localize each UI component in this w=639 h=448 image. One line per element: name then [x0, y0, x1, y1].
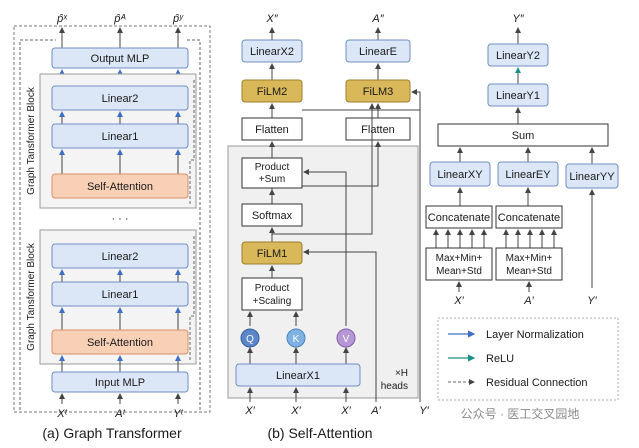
linearxy-label: LinearXY: [437, 169, 483, 181]
input-x1: X′: [244, 405, 255, 417]
input-y-t: Yᵗ: [173, 408, 183, 420]
stats-right-line2: Mean+Std: [506, 266, 552, 277]
product-scaling-box: [241, 277, 303, 311]
film2-label: FiLM2: [257, 86, 288, 98]
legend: Layer Normalization ReLU Residual Connec…: [437, 317, 619, 401]
watermark: 公众号 · 医工交叉园地: [461, 406, 580, 421]
ellipsis: · · ·: [111, 213, 128, 225]
product-sum-box: [241, 157, 303, 189]
lineary2-label: LinearY2: [496, 50, 540, 62]
flatten-right-box: [345, 117, 411, 141]
lineary1-label: LinearY1: [496, 90, 540, 102]
input-x3: X′: [340, 405, 351, 417]
linear1-top-label: Linear1: [102, 131, 139, 143]
input-mlp-label: Input MLP: [95, 377, 145, 389]
linearey-label: LinearEY: [505, 169, 551, 181]
lineary1-box: [487, 83, 549, 107]
concatenate-left-label: Concatenate: [428, 212, 490, 224]
input-mlp-box: [51, 371, 189, 393]
flatten-right-label: Flatten: [361, 124, 395, 136]
output-x-dd: X″: [265, 13, 278, 25]
self-attention-top-label: Self-Attention: [87, 181, 153, 193]
linear2-bottom-box: [51, 243, 189, 269]
linearey-box: [497, 161, 559, 187]
query-label: Q: [246, 334, 254, 345]
flatten-left-box: [241, 117, 303, 141]
stats-right-box: [495, 247, 563, 281]
panel-self-attention: X″ A″ LinearX2 LinearE FiLM2 FiLM3 Flatt…: [227, 13, 430, 441]
input-a-t: Aᵗ: [114, 408, 125, 420]
input-x-c: X′: [453, 295, 464, 307]
value-label: V: [343, 334, 350, 345]
linear2-top-box: [51, 85, 189, 111]
softmax-label: Softmax: [252, 210, 293, 222]
lineary2-box: [487, 43, 549, 67]
concatenate-left-box: [425, 205, 493, 229]
linearyy-label: LinearYY: [569, 171, 615, 183]
concatenate-right-box: [495, 205, 563, 229]
linearx2-box: [241, 39, 303, 63]
stats-left-box: [425, 247, 493, 281]
self-attention-bottom-box: [51, 329, 189, 355]
film1-label: FiLM1: [257, 248, 288, 260]
self-attention-top-box: [51, 173, 189, 199]
output-mlp-box: [51, 47, 189, 69]
output-mlp-label: Output MLP: [91, 53, 150, 65]
product-sum-line1: Product: [255, 162, 290, 173]
linear2-bottom-label: Linear2: [102, 251, 139, 263]
film3-label: FiLM3: [363, 86, 394, 98]
sum-box: [437, 123, 609, 147]
stats-left-line1: Max+Min+: [436, 253, 483, 264]
outer-frame: [13, 25, 211, 413]
softmax-box: [241, 203, 303, 227]
panel-graph-transformer: p̂ˣ p̂ᴬ p̂ʸ Output MLP Graph Tansformer …: [13, 13, 211, 441]
input-y: Y′: [419, 405, 429, 417]
linearx1-label: LinearX1: [276, 370, 320, 382]
block-label-bottom: Graph Tansformer Block: [26, 242, 37, 351]
input-a-c: A′: [523, 295, 534, 307]
heads-word: heads: [381, 381, 408, 392]
input-a: A′: [370, 405, 381, 417]
input-x-t: Xᵗ: [56, 408, 67, 420]
stats-right-line1: Max+Min+: [506, 253, 553, 264]
linearyy-box: [565, 163, 619, 189]
output-p-x: p̂ˣ: [56, 13, 68, 25]
product-scaling-line2: +Scaling: [253, 296, 292, 307]
legend-residual: Residual Connection: [486, 377, 588, 389]
heads-count: ×H: [395, 368, 408, 379]
input-x2: X′: [290, 405, 301, 417]
sum-label: Sum: [512, 130, 535, 142]
linear1-top-box: [51, 123, 189, 149]
output-a-dd: A″: [371, 13, 384, 25]
linear2-top-label: Linear2: [102, 93, 139, 105]
linearxy-box: [429, 161, 491, 187]
output-p-y: p̂ʸ: [172, 13, 184, 25]
film1-box: [241, 241, 303, 265]
key-label: K: [293, 334, 300, 345]
linearx1-box: [235, 363, 361, 387]
linear1-bottom-label: Linear1: [102, 289, 139, 301]
lineare-box: [345, 39, 411, 63]
output-p-a: p̂ᴬ: [113, 13, 126, 25]
panel-y-update: Y″ LinearY2 LinearY1 Sum LinearXY Linear…: [425, 13, 619, 307]
film3-box: [345, 79, 411, 103]
output-y-dd: Y″: [512, 13, 524, 25]
legend-layer-norm: Layer Normalization: [486, 329, 584, 341]
linearx2-label: LinearX2: [250, 46, 294, 58]
caption-b: (b) Self-Attention: [267, 425, 372, 441]
input-y-c: Y′: [587, 295, 597, 307]
product-sum-line2: +Sum: [259, 174, 285, 185]
film2-box: [241, 79, 303, 103]
concatenate-right-label: Concatenate: [498, 212, 560, 224]
caption-a: (a) Graph Transformer: [42, 425, 182, 441]
lineare-label: LinearE: [359, 46, 397, 58]
product-scaling-line1: Product: [255, 283, 290, 294]
legend-relu: ReLU: [486, 353, 514, 365]
block-label-top: Graph Tansformer Block: [26, 86, 37, 195]
flatten-left-label: Flatten: [255, 124, 289, 136]
self-attention-bottom-label: Self-Attention: [87, 337, 153, 349]
stats-left-line2: Mean+Std: [436, 266, 482, 277]
linear1-bottom-box: [51, 281, 189, 307]
